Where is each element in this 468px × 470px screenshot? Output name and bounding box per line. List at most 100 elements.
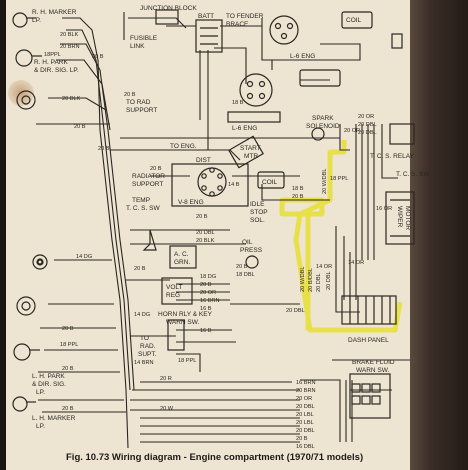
label-horn-rly2: WARN SW. [166, 319, 200, 326]
component-labels: R. H. MARKER LP. R. H. PARK & DIR. SIG. … [32, 5, 430, 430]
v8-distributor-symbol [171, 163, 249, 207]
wire-label: 18 DG [200, 274, 216, 280]
wire-label: 20 B [292, 194, 304, 200]
label-spark-solenoid2: SOLENOID [306, 123, 340, 130]
rh-park-lamp-symbol [15, 49, 42, 67]
bulkhead-connector-grid [351, 383, 381, 405]
lh-park-lamp-symbol [13, 343, 40, 361]
label-to-rad-support: TO RAD [126, 99, 151, 106]
label-to-rad-supt3: SUPT. [138, 351, 157, 358]
label-fusible-link2: LINK [130, 43, 145, 50]
label-brake-fluid: BRAKE FLUID [352, 359, 395, 366]
wire-label: 14 DG [134, 312, 150, 318]
label-wiper-motor: WIPER [396, 206, 403, 228]
wire-label: 20 B [62, 326, 74, 332]
wire-label: 14 B [228, 182, 240, 188]
wire-label: 20 B [62, 366, 74, 372]
label-junction-block: JUNCTION BLOCK [140, 5, 197, 12]
wire-label: 18 PPL [60, 342, 78, 348]
wire-harness [36, 12, 410, 449]
wire-label: 16 B [200, 306, 212, 312]
label-brake-fluid2: WARN SW. [356, 367, 390, 374]
label-tcs-sw: T. C. S. SW [396, 171, 430, 178]
wire-label: 20 B [124, 92, 136, 98]
coil-mid-right-symbol [299, 69, 341, 87]
figure-caption: Fig. 10.73 Wiring diagram - Engine compa… [66, 452, 364, 463]
dash-panel-connector [341, 295, 397, 325]
coil-top-symbol [341, 11, 373, 29]
label-ac-grn2: GRN. [174, 259, 190, 266]
label-to-fender: TO FENDER [226, 13, 264, 20]
label-idle-stop: IDLE [250, 201, 265, 208]
wire-labels: 20 BLK 20 BRN 18PPL 20 B 20 BLK 20 B 18 … [44, 32, 392, 450]
wire-label: 20 LBL [296, 420, 314, 426]
wire-label: 20 DBL [296, 428, 315, 434]
label-to-rad-support2: SUPPORT [126, 107, 157, 114]
wire-label: 14 DG [76, 254, 92, 260]
wire-label: 20 BRN [60, 44, 80, 50]
wire-label: 20 R [160, 376, 172, 382]
label-lh-dir-sig2: LP. [36, 389, 45, 396]
wire-label: 20 B [74, 124, 86, 130]
wire-label: 20 DBL [326, 271, 332, 290]
wire-label: 20 B/DBL [308, 268, 314, 292]
label-rh-marker-lp: LP. [32, 17, 41, 24]
wire-label: 16 DBL [296, 444, 315, 450]
label-rh-park: R. H. PARK [34, 59, 68, 66]
label-l6-eng-top: L-6 ENG [290, 53, 315, 60]
wire-label: 20 W/DBL [300, 267, 306, 293]
wire-label: 16 BRN [200, 298, 220, 304]
wire-label: 16 BRN [296, 380, 316, 386]
label-rh-dir-sig: & DIR. SIG. LP. [34, 67, 79, 74]
wire-label: 20 B [134, 266, 146, 272]
wire-label: 20 B [98, 146, 110, 152]
horn-relay-symbol [167, 319, 185, 351]
label-oil-press: OIL [242, 239, 253, 246]
label-coil-top: COIL [346, 17, 362, 24]
oil-press-symbol [245, 255, 259, 269]
label-idle-stop3: SOL. [250, 217, 265, 224]
wire-label: 20 OR [358, 114, 374, 120]
wire-label: 20 DBL [358, 130, 377, 136]
wire-label: 18 DBL [236, 272, 255, 278]
wiper-motor-symbol [385, 191, 415, 245]
connector-top-right [391, 33, 403, 49]
wire-label: 16 B [200, 328, 212, 334]
label-l6-eng-mid: L-6 ENG [232, 125, 257, 132]
label-lh-marker: L. H. MARKER [32, 415, 76, 422]
wire-label: 20 OR [344, 128, 360, 134]
label-wiper-motor2: MOTOR [404, 206, 411, 230]
wire-label: 20 OR [296, 396, 312, 402]
wire-label: 14 BRN [134, 360, 154, 366]
wire-label: 20 DBL [196, 230, 215, 236]
label-to-eng: TO ENG. [170, 143, 197, 150]
wire-label: 20 DBL [296, 404, 315, 410]
wire-label: 18 B [232, 100, 244, 106]
temp-sender-symbol [142, 229, 157, 251]
label-fusible-link: FUSIBLE [130, 35, 158, 42]
label-dash-panel: DASH PANEL [348, 337, 389, 344]
label-temp2: T. C. S. SW [126, 205, 160, 212]
label-oil-press2: PRESS [240, 247, 263, 254]
junction-block-symbol [155, 9, 179, 25]
label-volt-reg: VOLT [166, 284, 183, 291]
label-to-rad-supt: TO [140, 335, 149, 342]
label-radiator-support2: SUPPORT [132, 181, 163, 188]
horn-symbol-left [37, 259, 43, 265]
wire-label: 20 BLK [196, 238, 215, 244]
wire-label: 18 PPL [330, 176, 348, 182]
label-ac-grn: A. C. [174, 251, 189, 258]
label-rh-marker: R. H. MARKER [32, 9, 77, 16]
label-lh-marker2: LP. [36, 423, 45, 430]
label-idle-stop2: STOP [250, 209, 268, 216]
label-batt: BATT [198, 13, 214, 20]
rh-marker-lamp-symbol [12, 12, 36, 28]
label-lh-dir-sig: & DIR. SIG. [32, 381, 66, 388]
wire-label: 20 B [200, 282, 212, 288]
wire-label: 20 BRN [296, 388, 316, 394]
tcs-relay-symbol [389, 123, 415, 145]
wire-label: 18 PPL [178, 358, 196, 364]
label-coil-mid: COIL [262, 179, 278, 186]
label-spark-solenoid: SPARK [312, 115, 334, 122]
wire-label: 20 B [236, 264, 248, 270]
